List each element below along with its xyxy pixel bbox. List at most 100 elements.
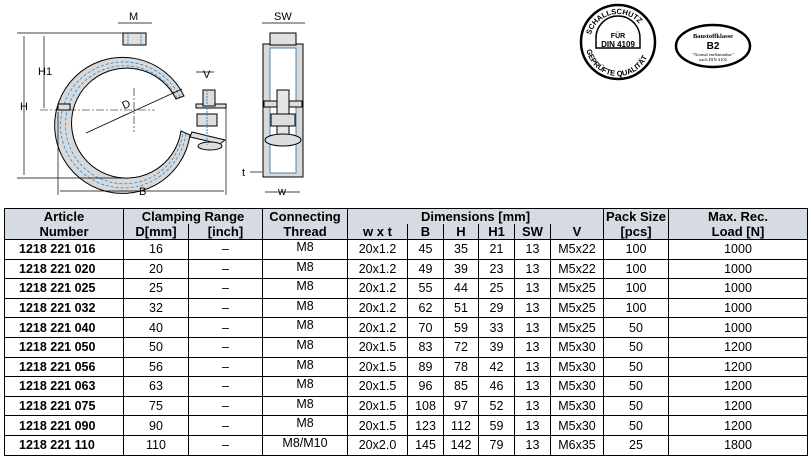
header-sw: SW <box>514 224 551 240</box>
pack-size: 50 <box>603 317 669 338</box>
dim-h1: 39 <box>478 336 515 358</box>
clamping-inch: – <box>188 258 263 280</box>
dim-h1: 33 <box>478 317 515 338</box>
table-subheader-row: Number D[mm] [inch] Thread w x t B H H1 … <box>4 224 808 240</box>
clamp-side-view <box>262 32 304 178</box>
header-clamping-range: Clamping Range <box>123 208 263 224</box>
dim-h1: 21 <box>478 239 515 260</box>
clamping-d-mm: 50 <box>123 336 189 358</box>
connecting-thread: M8 <box>262 376 348 397</box>
label-h: H <box>20 101 28 113</box>
clamping-d-mm: 110 <box>123 434 189 456</box>
dimension-labels: M H1 H D V B SW t w <box>20 11 292 198</box>
header-max-load-2: Load [N] <box>668 224 808 240</box>
dim-h: 78 <box>443 356 479 378</box>
dim-h1: 23 <box>478 258 515 280</box>
dim-h: 112 <box>443 415 479 436</box>
clamping-d-mm: 32 <box>123 297 189 319</box>
header-h1: H1 <box>478 224 515 240</box>
connecting-thread: M8 <box>262 297 348 319</box>
header-v: V <box>550 224 604 240</box>
dim-b: 55 <box>407 278 444 299</box>
dim-sw: 13 <box>514 356 551 378</box>
label-m: M <box>129 11 138 23</box>
clamping-d-mm: 25 <box>123 278 189 299</box>
clamping-d-mm: 56 <box>123 356 189 378</box>
article-number: 1218 221 090 <box>4 415 124 436</box>
clamping-d-mm: 90 <box>123 415 189 436</box>
article-number: 1218 221 020 <box>4 258 124 280</box>
dim-sw: 13 <box>514 434 551 456</box>
svg-text:FÜR: FÜR <box>611 31 625 40</box>
header-thread: Connecting <box>262 208 348 224</box>
svg-text:Baustoffklasse: Baustoffklasse <box>693 33 733 40</box>
dim-v: M5x25 <box>550 317 604 338</box>
clamping-d-mm: 75 <box>123 395 189 417</box>
header-b: B <box>407 224 444 240</box>
connecting-thread: M8 <box>262 317 348 338</box>
dim-wxt: 20x1.5 <box>347 376 408 397</box>
dim-h: 35 <box>443 239 479 260</box>
header-article: Article <box>4 208 124 224</box>
connecting-thread: M8 <box>262 415 348 436</box>
dim-h: 51 <box>443 297 479 319</box>
pack-size: 25 <box>603 434 669 456</box>
dim-v: M5x25 <box>550 297 604 319</box>
article-number: 1218 221 075 <box>4 395 124 417</box>
clamping-inch: – <box>188 434 263 456</box>
dim-wxt: 20x1.2 <box>347 239 408 260</box>
header-d-mm: D[mm] <box>123 224 189 240</box>
dim-v: M5x25 <box>550 278 604 299</box>
dim-wxt: 20x1.2 <box>347 317 408 338</box>
dim-h: 97 <box>443 395 479 417</box>
clamping-inch: – <box>188 395 263 417</box>
dim-b: 49 <box>407 258 444 280</box>
header-max-load: Max. Rec. <box>668 208 808 224</box>
pack-size: 100 <box>603 239 669 260</box>
max-load: 1200 <box>668 356 808 378</box>
dim-sw: 13 <box>514 297 551 319</box>
header-h: H <box>443 224 479 240</box>
connecting-thread: M8/M10 <box>262 434 348 456</box>
connecting-thread: M8 <box>262 278 348 299</box>
dim-sw: 13 <box>514 336 551 358</box>
svg-text:"Normal entflammbar": "Normal entflammbar" <box>692 52 734 57</box>
article-number: 1218 221 016 <box>4 239 124 260</box>
article-number: 1218 221 050 <box>4 336 124 358</box>
max-load: 1000 <box>668 297 808 319</box>
dim-h: 44 <box>443 278 479 299</box>
dim-sw: 13 <box>514 395 551 417</box>
dim-wxt: 20x1.5 <box>347 356 408 378</box>
svg-text:B2: B2 <box>707 41 720 52</box>
certification-badges: SCHALLSCHUTZ GEPRÜFTE QUALITÄT FÜR DIN 4… <box>579 3 752 81</box>
max-load: 1000 <box>668 317 808 338</box>
connecting-thread: M8 <box>262 395 348 417</box>
dim-wxt: 20x1.5 <box>347 395 408 417</box>
dim-sw: 13 <box>514 258 551 280</box>
dim-h1: 42 <box>478 356 515 378</box>
product-spec-table: Article Clamping Range Connecting Dimens… <box>4 208 808 456</box>
connecting-thread: M8 <box>262 336 348 358</box>
clamping-inch: – <box>188 336 263 358</box>
dim-b: 62 <box>407 297 444 319</box>
dim-h1: 59 <box>478 415 515 436</box>
fire-class-b2-seal: Baustoffklasse B2 "Normal entflammbar" n… <box>674 23 752 69</box>
article-number: 1218 221 110 <box>4 434 124 456</box>
dim-h1: 25 <box>478 278 515 299</box>
max-load: 1800 <box>668 434 808 456</box>
header-pack-size-2: [pcs] <box>603 224 669 240</box>
dim-v: M5x30 <box>550 395 604 417</box>
header-thread-2: Thread <box>262 224 348 240</box>
connecting-thread: M8 <box>262 239 348 260</box>
dim-b: 108 <box>407 395 444 417</box>
dim-b: 96 <box>407 376 444 397</box>
connecting-thread: M8 <box>262 356 348 378</box>
